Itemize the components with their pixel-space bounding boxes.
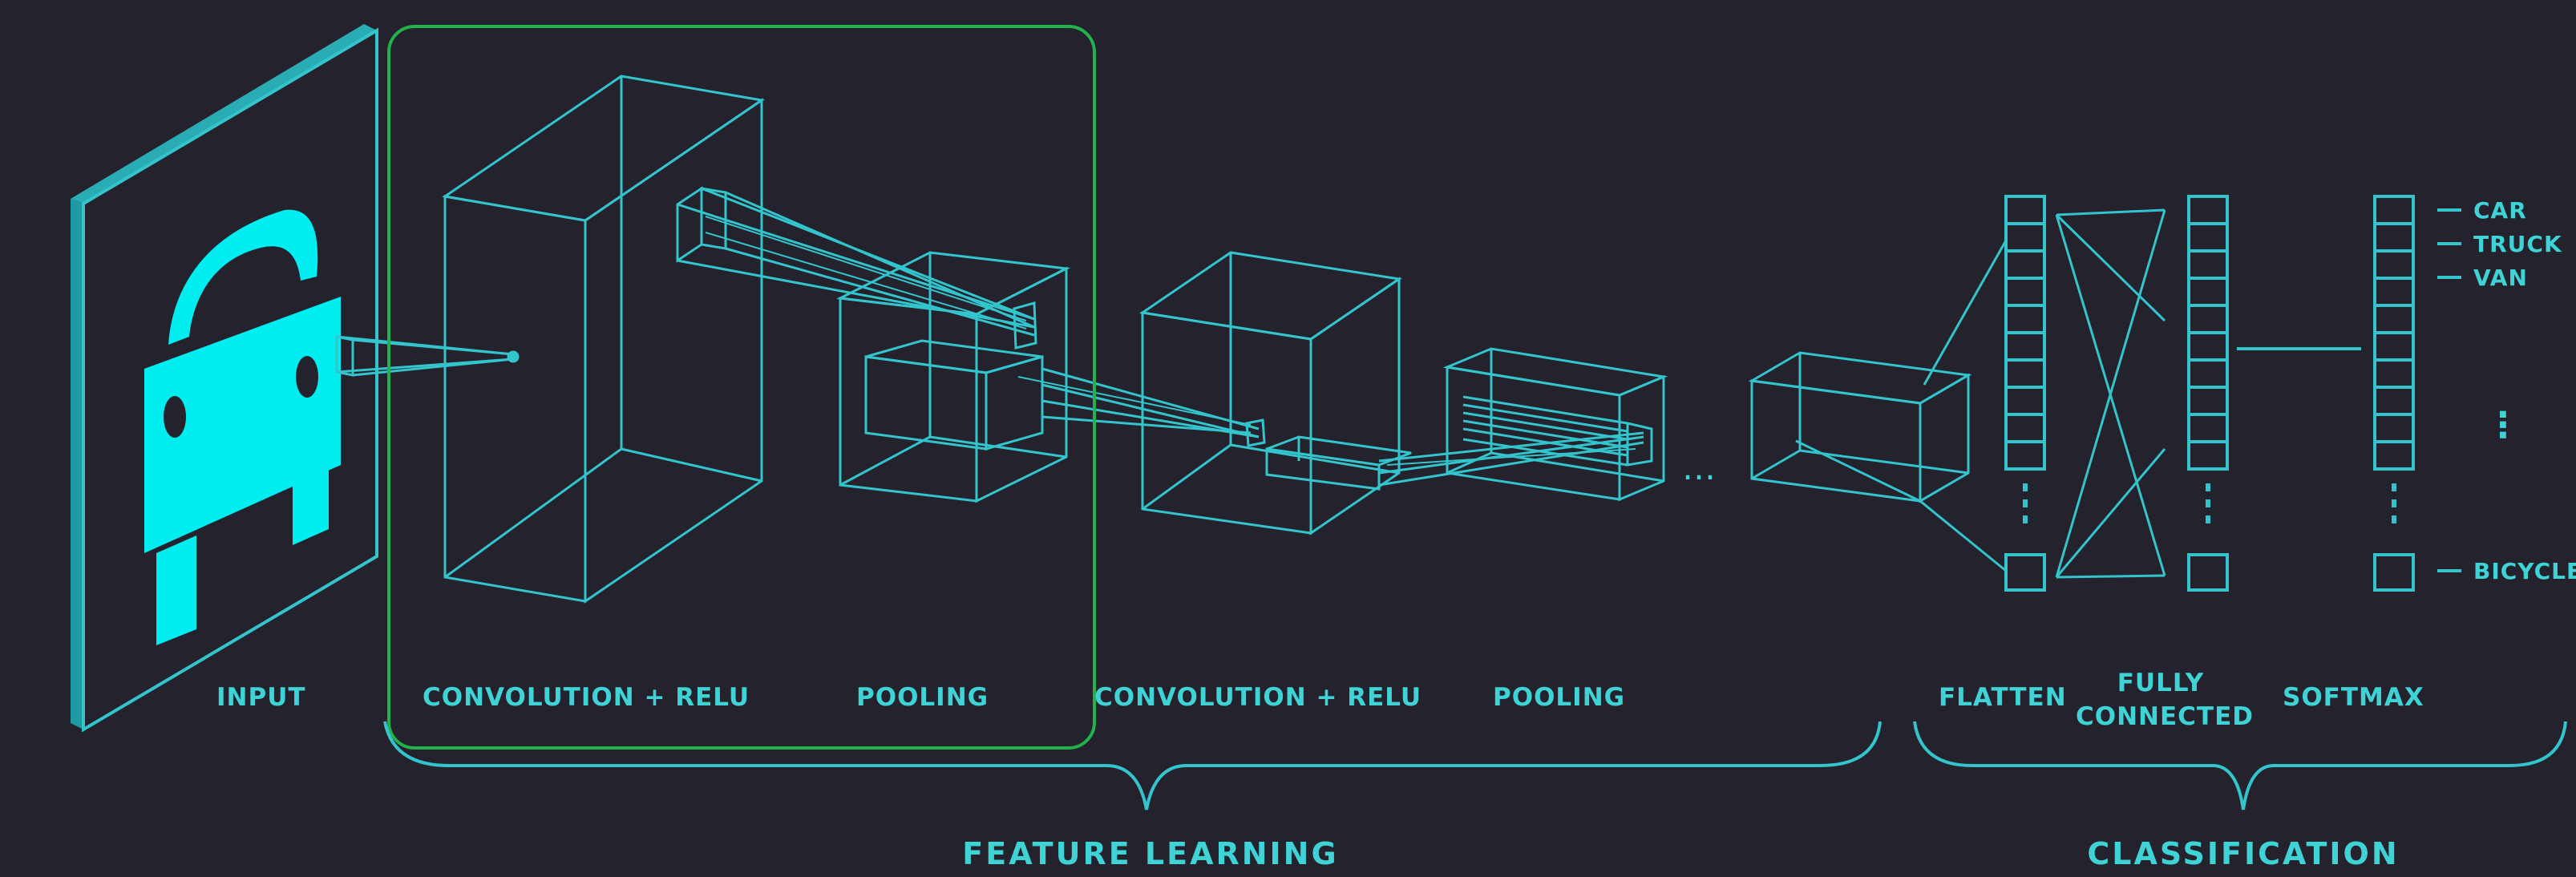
neuron-cell <box>2004 195 2046 225</box>
label-pool2: POOLING <box>1493 683 1625 712</box>
label-pool1: POOLING <box>856 683 989 712</box>
class-label-car: CAR <box>2473 197 2527 224</box>
neuron-cell <box>2004 413 2046 443</box>
label-fully-connected-1: FULLY <box>2117 669 2204 697</box>
neuron-cell <box>2373 304 2415 334</box>
neuron-cell <box>2373 249 2415 280</box>
ellipsis-dot <box>2206 515 2210 523</box>
classification-brace <box>1913 721 2567 810</box>
feature-learning-highlight <box>387 25 1096 750</box>
neuron-cell <box>2004 277 2046 307</box>
neuron-cell <box>2373 222 2415 253</box>
neuron-cell <box>2373 413 2415 443</box>
conv2-projection <box>1378 431 1644 487</box>
class-label-truck: TRUCK <box>2473 231 2562 257</box>
label-flatten: FLATTEN <box>1939 683 2067 712</box>
neuron-cell <box>2187 413 2229 443</box>
dense-columns <box>2004 195 2415 592</box>
last-neuron-cell <box>2004 553 2046 592</box>
input-projection <box>335 335 520 377</box>
fc-connections <box>2055 208 2166 579</box>
neuron-cell <box>2373 386 2415 416</box>
fully-connected-column <box>2187 195 2229 592</box>
neuron-cell <box>2373 358 2415 389</box>
neuron-cell <box>2187 386 2229 416</box>
neuron-cell <box>2187 440 2229 471</box>
last-neuron-cell <box>2373 553 2415 592</box>
class-dashes <box>2437 208 2461 572</box>
label-conv1: CONVOLUTION + RELU <box>423 683 750 712</box>
pool1-projection <box>1017 367 1266 447</box>
class-ellipsis: ⋮ <box>2485 405 2521 446</box>
class-label-van: VAN <box>2473 265 2528 291</box>
flatten-connectors <box>1919 240 2008 572</box>
neuron-cell <box>2373 277 2415 307</box>
neuron-cell <box>2004 331 2046 362</box>
neuron-cell <box>2373 440 2415 471</box>
ellipsis-dot <box>2206 483 2210 491</box>
neuron-cell <box>2187 195 2229 225</box>
neuron-cell <box>2187 304 2229 334</box>
neuron-cell <box>2187 358 2229 389</box>
flatten-column <box>2004 195 2046 592</box>
conv1-filter-window <box>676 186 1037 350</box>
pool1-volume <box>835 251 1071 503</box>
continuation-dots: … <box>1682 448 1716 487</box>
neuron-cell <box>2187 222 2229 253</box>
neuron-cell <box>2004 222 2046 253</box>
neuron-cell <box>2004 386 2046 416</box>
label-conv2: CONVOLUTION + RELU <box>1094 683 1421 712</box>
softmax-column <box>2373 195 2415 592</box>
class-label-bicycle: BICYCLE <box>2473 558 2576 584</box>
feature-learning-brace <box>383 721 1882 810</box>
neuron-cell <box>2187 249 2229 280</box>
car-icon <box>144 209 341 645</box>
final-feature-volume <box>1748 351 1972 503</box>
ellipsis-dot <box>2023 483 2028 491</box>
ellipsis-dot <box>2023 515 2028 523</box>
neuron-cell <box>2373 195 2415 225</box>
section-feature-learning: FEATURE LEARNING <box>962 836 1338 871</box>
pool2-volume <box>1442 347 1668 502</box>
label-input: INPUT <box>216 683 306 712</box>
last-neuron-cell <box>2187 553 2229 592</box>
neuron-cell <box>2004 304 2046 334</box>
neuron-cell <box>2004 249 2046 280</box>
conv1-volume <box>442 75 765 604</box>
ellipsis-dot <box>2023 499 2028 507</box>
neuron-cell <box>2004 358 2046 389</box>
label-softmax: SOFTMAX <box>2283 683 2424 712</box>
ellipsis-dot <box>2392 499 2396 507</box>
neuron-cell <box>2187 331 2229 362</box>
section-classification: CLASSIFICATION <box>2087 836 2399 871</box>
neuron-cell <box>2004 440 2046 471</box>
ellipsis-dot <box>2392 483 2396 491</box>
label-fully-connected-2: CONNECTED <box>2076 702 2254 731</box>
neuron-cell <box>2373 331 2415 362</box>
ellipsis-dot <box>2392 515 2396 523</box>
neuron-cell <box>2187 277 2229 307</box>
ellipsis-dot <box>2206 499 2210 507</box>
conv2-volume <box>1139 251 1412 535</box>
